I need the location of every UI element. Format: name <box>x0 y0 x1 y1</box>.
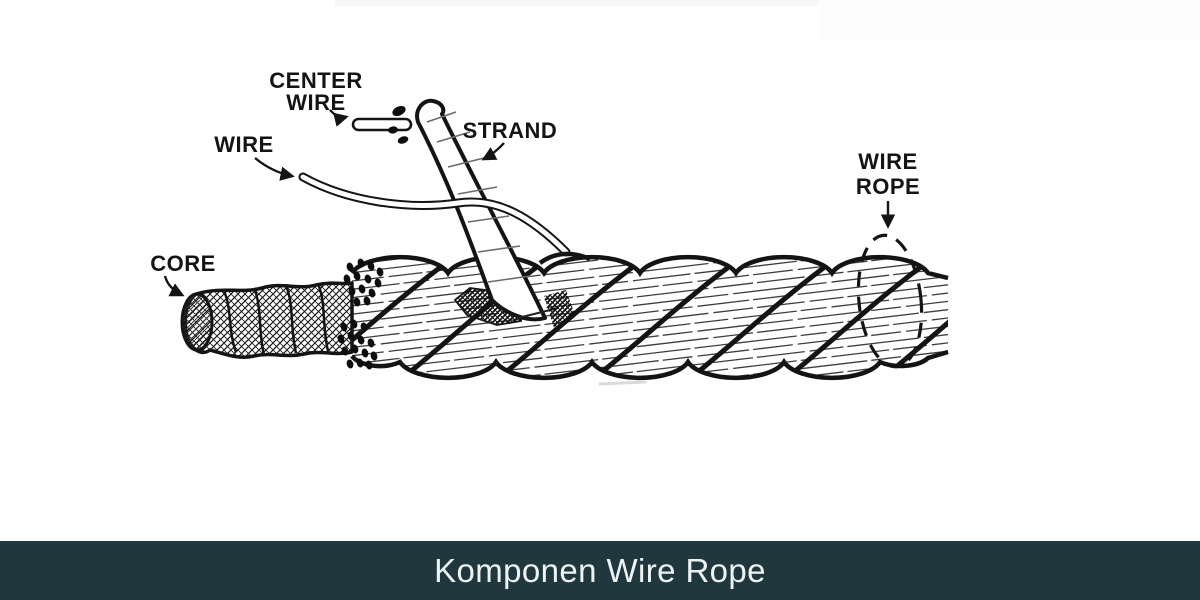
core-twist-ridge <box>252 287 266 356</box>
strand-illustration <box>415 98 559 322</box>
rope-bottom-edge <box>350 349 949 381</box>
strand-gap-shading <box>544 290 574 328</box>
core-arrow <box>163 275 185 297</box>
label-core: CORE <box>150 251 216 276</box>
cut-wire-ends <box>388 105 409 144</box>
label-center-wire-line1: CENTER <box>269 68 362 93</box>
wire-illustration <box>298 172 571 257</box>
label-wire: WIRE <box>214 132 273 157</box>
core-twist-ridge <box>316 283 330 352</box>
scan-artifact <box>335 0 820 6</box>
label-strand: STRAND <box>463 118 558 143</box>
label-wire-rope-line1: WIRE <box>858 149 917 174</box>
scan-artifact <box>818 0 1200 40</box>
wire-arrow <box>254 157 295 181</box>
rope-top-edge <box>350 254 949 281</box>
strand-arrow <box>481 142 505 161</box>
core-twist-ridge <box>284 285 298 354</box>
strand-body <box>415 98 547 322</box>
core-end-cap <box>180 292 214 352</box>
core-illustration <box>180 258 384 370</box>
scan-smudge <box>598 380 647 386</box>
label-wire-rope-line2: ROPE <box>856 174 920 199</box>
cross-section-wire-ends <box>337 258 384 370</box>
strand-twist-lines <box>426 111 531 283</box>
wire-rope-highlight-ellipse <box>856 233 924 369</box>
center-wire-arrow <box>329 109 349 127</box>
wire-rope-diagram: CENTER WIRE WIRE STRAND CORE WIRE ROPE <box>150 0 1200 386</box>
label-center-wire-line2: WIRE <box>286 90 345 115</box>
caption-title: Komponen Wire Rope <box>434 551 766 589</box>
rope-top-edge-overlap <box>538 251 591 265</box>
core-twist-ridge <box>222 290 238 353</box>
center-wire-illustration <box>351 117 413 132</box>
caption-banner: Komponen Wire Rope <box>0 541 1200 600</box>
